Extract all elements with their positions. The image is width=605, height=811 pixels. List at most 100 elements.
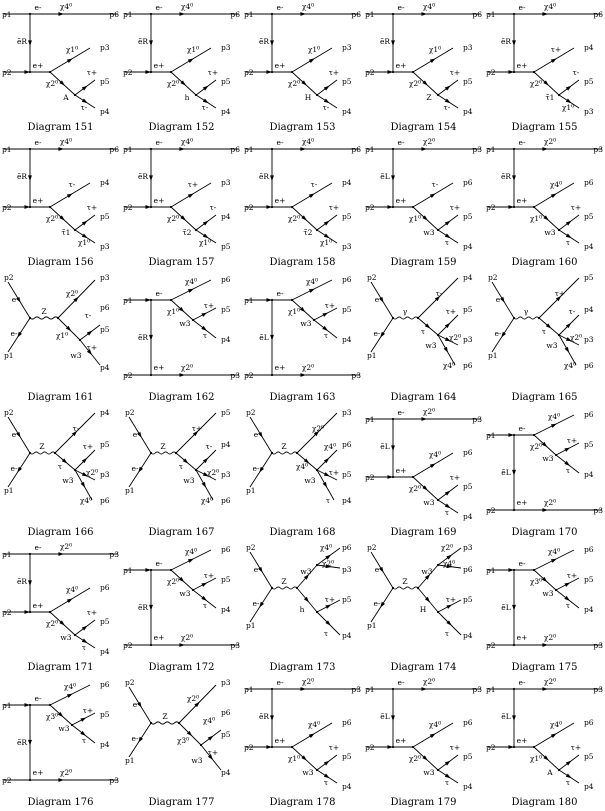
label-line-4: χ4⁰ xyxy=(201,496,213,505)
vertex-dot xyxy=(191,318,195,322)
label-mid: τ xyxy=(542,327,546,336)
incoming-top-arrow xyxy=(16,296,21,303)
label-w: w3 xyxy=(183,476,194,485)
bottom-fermion-line-arrow xyxy=(145,70,152,74)
outgoing-line-1-arrow xyxy=(66,693,73,698)
ext-label-out-lower: p5 xyxy=(221,242,231,251)
label-e-top: e xyxy=(133,700,138,709)
label-mid: h xyxy=(300,605,305,614)
label-branch-3: τ xyxy=(324,778,328,787)
vertex-dot xyxy=(436,93,440,97)
outgoing-line-2-arrow xyxy=(564,582,571,587)
ext-label-out-middle: p5 xyxy=(584,212,594,221)
vertex-dot xyxy=(194,468,198,472)
top-fermion-line-arrow xyxy=(179,12,186,16)
label-branch-3: τ xyxy=(566,778,570,787)
vertex-dot xyxy=(78,338,82,342)
boson-propagator xyxy=(29,451,56,455)
label-bottom-electron: e+ xyxy=(33,768,44,777)
ext-label-top-right: p3 xyxy=(351,685,361,694)
lower-outgoing-line-arrow xyxy=(81,98,88,104)
label-top-line: χ2⁰ xyxy=(423,407,435,416)
label-mid: τ xyxy=(421,327,425,336)
label-vertical-propagator: ẽR xyxy=(501,37,511,46)
lower-outgoing-line-arrow xyxy=(444,773,451,779)
ext-label-out-upper: p4 xyxy=(584,43,594,52)
label-top-line: χ4⁰ xyxy=(544,2,556,11)
ext-label-top-left: p1 xyxy=(365,415,375,424)
bottom-fermion-line-arrow xyxy=(387,70,394,74)
label-line-3: τ+ xyxy=(325,595,335,604)
label-branch-line: τ- xyxy=(69,180,76,189)
vertex-dot xyxy=(532,205,536,209)
vertex-dot xyxy=(532,568,536,572)
ext-label-top-left: p1 xyxy=(123,145,133,154)
ext-label-p-bot: p1 xyxy=(4,351,14,360)
diagram-caption: Diagram 178 xyxy=(269,797,336,808)
ext-label-out-2: p5 xyxy=(100,440,110,449)
lower-propagator-arrow xyxy=(422,755,428,761)
lower-propagator-arrow xyxy=(543,215,549,221)
lower-outgoing-line-arrow xyxy=(444,98,451,104)
label-line-3: τ+ xyxy=(87,343,97,352)
label-branch-3: χ1⁰ xyxy=(320,238,332,247)
bottom-fermion-line-arrow xyxy=(508,745,515,749)
incoming-bottom-arrow xyxy=(259,466,265,473)
vertex-dot xyxy=(48,205,52,209)
vertex-dot xyxy=(391,687,395,691)
label-top-line: χ4⁰ xyxy=(302,2,314,11)
bottom-fermion-line-arrow xyxy=(179,643,186,647)
top-fermion-line-arrow xyxy=(145,568,152,572)
lower-outgoing-line-arrow xyxy=(323,98,330,104)
label-w: w3 xyxy=(425,341,436,350)
ext-label-out-1: p3 xyxy=(100,273,110,282)
ext-label-top-right: p3 xyxy=(472,145,482,154)
outgoing-line-1-arrow xyxy=(550,558,557,563)
vertex-dot xyxy=(512,687,516,691)
first-propagator-arrow xyxy=(541,576,548,583)
label-bottom-electron: e+ xyxy=(154,196,165,205)
outgoing-line-2-arrow xyxy=(201,582,208,587)
outgoing-line-3-arrow xyxy=(565,337,572,342)
label-branch-2: τ+ xyxy=(571,203,581,212)
label-line-4: χ4⁰ xyxy=(443,361,455,370)
label-top-electron: e- xyxy=(156,3,163,12)
ext-label-out-lower: p3 xyxy=(584,107,594,116)
ext-label-out-1: p3 xyxy=(463,543,473,552)
label-branch-line: χ4⁰ xyxy=(550,720,562,729)
diagram-caption: Diagram 175 xyxy=(511,662,578,673)
lower-outgoing-line-arrow xyxy=(444,233,451,239)
lower-outgoing-line-arrow xyxy=(81,233,88,239)
outgoing-line-3-arrow xyxy=(446,604,453,609)
vertical-propagator-arrow xyxy=(512,469,516,476)
upper-outgoing-line-arrow xyxy=(66,58,73,63)
ext-label-out-middle: p5 xyxy=(342,77,352,86)
label-lower-propagator: χ1⁰ xyxy=(530,214,542,223)
ext-label-out-1: p4 xyxy=(100,408,110,417)
label-vertical-propagator: ẽL xyxy=(501,712,510,721)
vertex-dot xyxy=(315,228,319,232)
boson-propagator xyxy=(392,316,419,320)
label-branch-line: τ- xyxy=(311,180,318,189)
ext-label-out-4: p4 xyxy=(221,768,231,777)
label-line-3: χ2⁰ xyxy=(207,468,219,477)
vertex-dot xyxy=(512,147,516,151)
label-w: w3 xyxy=(70,351,81,360)
outgoing-line-2-arrow xyxy=(565,322,572,329)
label-top-electron: e- xyxy=(398,138,405,147)
ext-label-out-1: p4 xyxy=(463,273,473,282)
ext-label-out-lower: p3 xyxy=(100,242,110,251)
vertical-propagator-arrow xyxy=(149,175,153,182)
ext-label-out-2: p3 xyxy=(342,565,352,574)
ext-label-out-3: p3 xyxy=(584,335,594,344)
ext-label-out-lower: p4 xyxy=(100,647,110,656)
